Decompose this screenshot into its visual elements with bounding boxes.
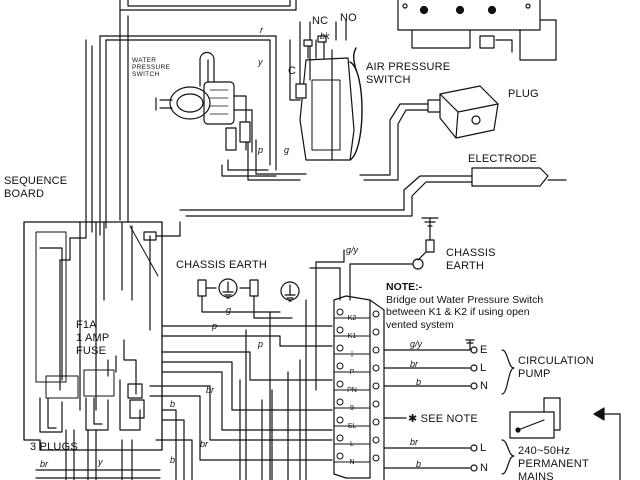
wire-label-b-mid: b [170,399,176,409]
pump-terminal-e: E [480,344,488,356]
wps-wires [247,21,311,181]
strip-terminal-p: P [349,369,355,376]
air-pressure-switch-drawing [295,19,363,161]
note-line-3: vented system [386,318,454,331]
circulation-pump-label-1: CIRCULATION [518,355,594,367]
no-label: NO [340,12,357,24]
wire-label-gy-top: g/y [346,245,359,255]
wire-label-br-pump: br [410,359,419,369]
strip-terminal-pn: PN [347,387,357,394]
electrode-drawing [179,167,567,217]
terminal-strip-drawing [333,295,385,480]
wire-label-b-left: b [170,455,176,465]
mains-terminal-n: N [480,462,489,474]
pump-mains-terminals [470,346,515,475]
air-pressure-switch-label-1: AIR PRESSURE [366,61,451,73]
pump-terminal-n: N [480,380,489,392]
sequence-board-label-2: BOARD [4,188,45,200]
mains-terminal-l: L [480,442,487,454]
pump-terminal-l: L [480,362,487,374]
wire-label-b-mains: b [416,459,422,469]
air-pressure-switch-label-2: SWITCH [366,74,411,86]
three-plugs-label: 3 PLUGS [30,441,78,453]
board-to-strip-wires [35,221,341,480]
note-line-2: between K1 & K2 if using open [386,306,530,319]
circulation-pump-label-2: PUMP [518,368,551,380]
note-line-1: Bridge out Water Pressure Switch [386,293,544,306]
fuse-label-2: 1 AMP [76,332,110,344]
sequence-board-label-1: SEQUENCE [4,175,68,187]
strip-terminal-l: L [350,441,354,448]
wire-label-b-pump: b [416,377,422,387]
water-pressure-switch-label-3: SWITCH [132,71,160,78]
fuse-and-plugs-drawing [39,339,145,480]
wire-label-g-mid: g [226,305,232,315]
strip-terminal-sl: SL [347,423,357,430]
wire-label-y-top: y [258,57,263,67]
nc-label: NC [312,15,329,27]
water-pressure-switch-drawing [155,51,253,153]
water-pressure-switch-label-1: WATER [132,57,157,64]
plug-drawing [359,85,499,181]
mains-label-3: MAINS [518,471,554,480]
strip-terminal-9: 9 [350,405,354,412]
wire-label-br-bottom: br [40,459,49,469]
top-cable-bundle [69,0,297,239]
chassis-earth-right-label-2: EARTH [446,260,485,272]
switch-box-drawing [509,397,621,480]
note-block: NOTE:- Bridge out Water Pressure Switch … [386,281,543,331]
wire-label-br-left: br [200,439,209,449]
chassis-earth-right-label-1: CHASSIS [446,247,496,259]
mains-label-2: PERMANENT [518,458,589,470]
fuse-label-3: FUSE [76,345,107,357]
wire-label-p-low: p [258,339,264,349]
sequence-board-drawing [23,221,171,451]
strip-terminal-n: N [349,459,355,466]
top-right-component [397,0,557,61]
strip-terminal-k1: K1 [347,333,357,340]
bk-label: bk [320,31,330,41]
water-pressure-switch-label-2: PRESSURE [132,64,171,71]
electrode-label: ELECTRODE [468,153,538,165]
plug-label: PLUG [508,88,539,100]
wire-label-p-top: p [258,145,264,155]
strip-terminal-earth: ⏚ [348,351,356,358]
c-label: C [288,65,297,77]
wire-label-br-mains: br [410,437,419,447]
fuse-label-1: F1A [76,319,97,331]
chassis-earth-left-drawing [197,278,300,319]
wire-label-r: r [260,25,263,35]
wire-label-g-top: g [284,145,290,155]
see-note-label: ✱ SEE NOTE [408,413,478,425]
note-heading: NOTE:- [386,281,423,293]
wire-label-br-mid: br [206,385,215,395]
output-wires [383,339,475,469]
chassis-earth-left-label: CHASSIS EARTH [176,259,268,271]
mains-label-1: 240~50Hz [518,445,571,457]
wire-label-y-bottom: y [98,457,103,467]
strip-terminal-k2: K2 [347,315,357,322]
wire-label-p-mid: p [212,321,218,331]
wire-label-gy-pump: g/y [410,339,423,349]
